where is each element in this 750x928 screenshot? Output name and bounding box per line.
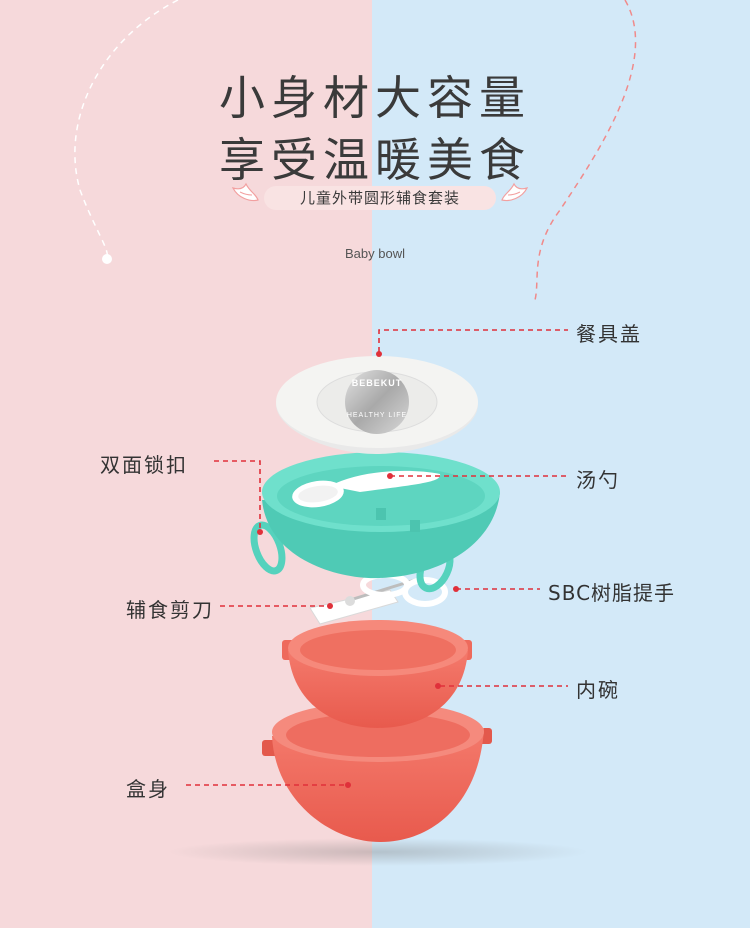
- box-body: [262, 702, 492, 842]
- lid: [276, 356, 478, 454]
- leader-lines: [186, 329, 568, 786]
- lid-text-top: BEBEKUT: [351, 378, 403, 388]
- floor-shadow: [168, 838, 588, 866]
- tagline-pill: 儿童外带圆形辅食套装: [264, 186, 496, 210]
- headline-line-1: 小身材大容量: [219, 71, 531, 125]
- inner-bowl: [282, 620, 472, 728]
- label-lock: 双面锁扣: [100, 453, 188, 477]
- label-lid: 餐具盖: [576, 322, 642, 346]
- headline-line-2: 享受温暖美食: [219, 133, 531, 187]
- label-spoon: 汤勺: [576, 468, 620, 492]
- label-scissors: 辅食剪刀: [126, 598, 214, 622]
- mint-tray: [250, 452, 500, 593]
- angel-wing-left-icon: [231, 182, 259, 202]
- angel-wing-right-icon: [501, 182, 529, 202]
- label-inner-bowl: 内碗: [576, 678, 620, 702]
- subtitle-text: Baby bowl: [345, 246, 405, 261]
- label-box-body: 盒身: [126, 777, 170, 801]
- lid-text-bottom: HEALTHY LIFE: [346, 412, 408, 419]
- leader-dots: [257, 351, 459, 788]
- food-scissors: [309, 572, 448, 625]
- label-handle: SBC树脂提手: [548, 581, 676, 605]
